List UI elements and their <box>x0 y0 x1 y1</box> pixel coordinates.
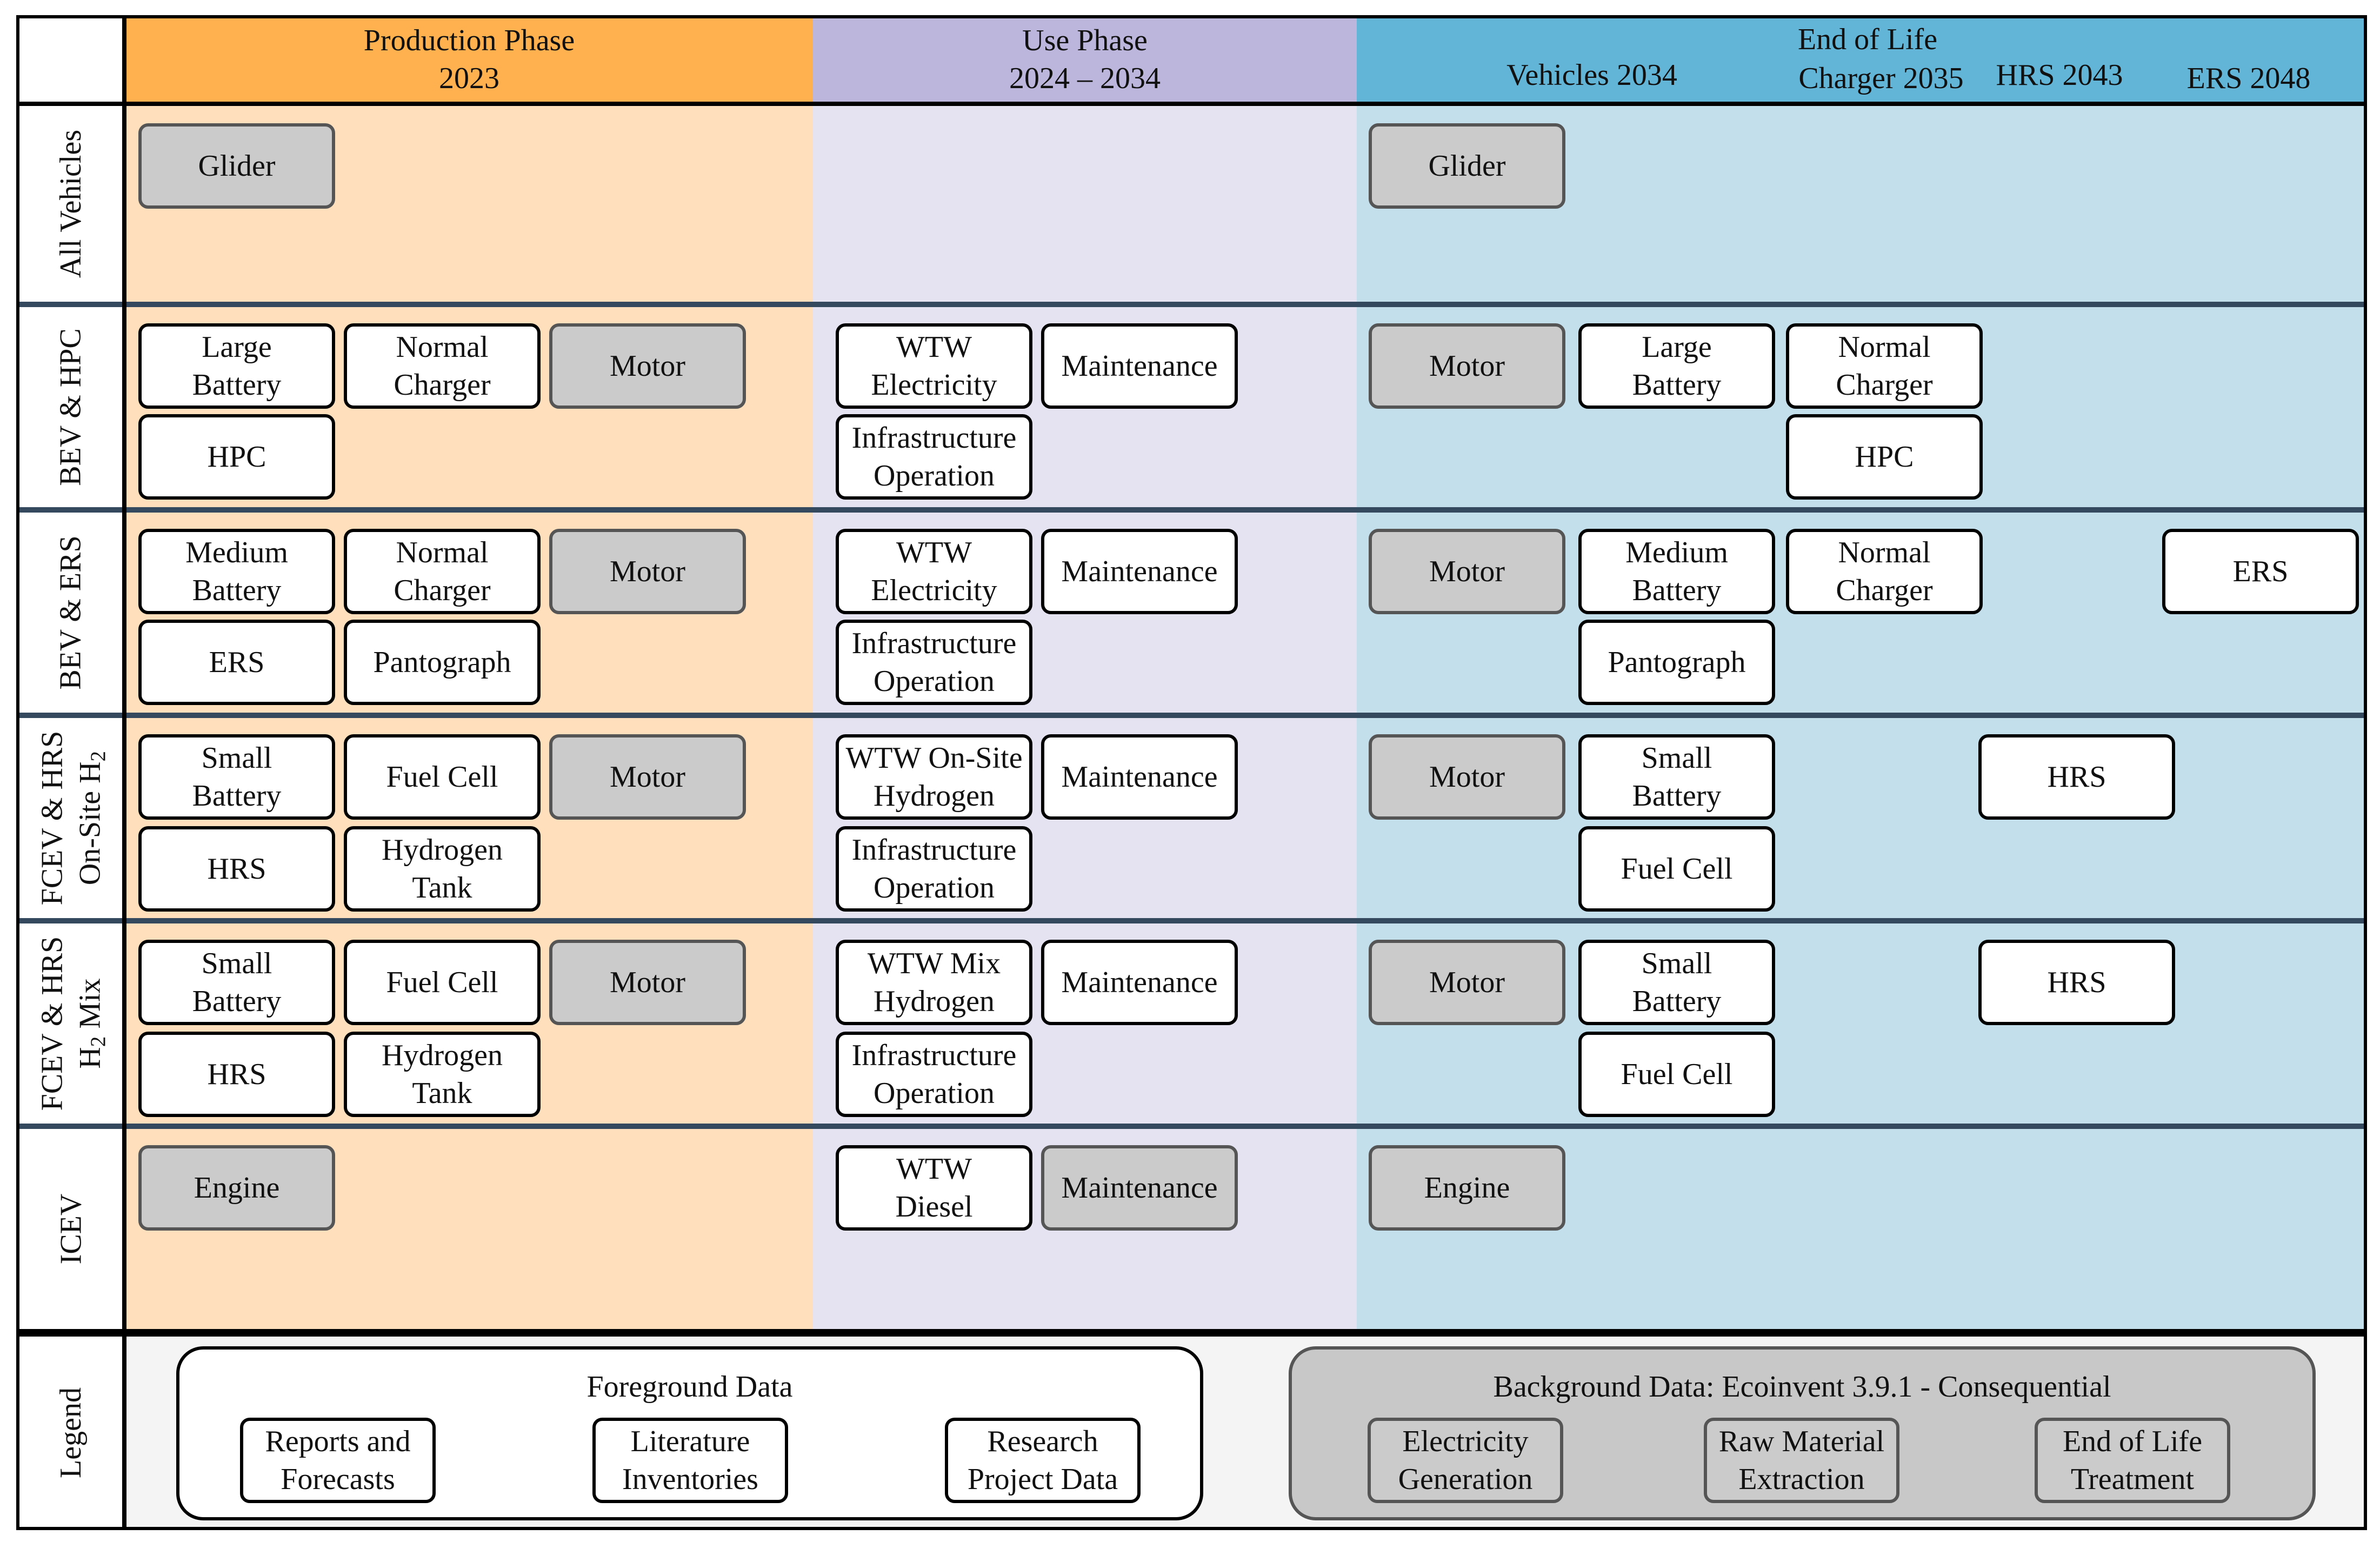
use-wtw-electricity-box: WTW Electricity <box>836 323 1032 409</box>
use-wtw-onsite-hydrogen-box: WTW On-Site Hydrogen <box>836 734 1032 820</box>
eol-normal-charger-box: Normal Charger <box>1786 529 1983 614</box>
legend-background-title: Background Data: Ecoinvent 3.9.1 - Conse… <box>1493 1370 2111 1404</box>
eol-motor-box: Motor <box>1369 734 1565 820</box>
eol-engine-box: Engine <box>1369 1145 1565 1231</box>
use-infrastructure-operation-box: Infrastructure Operation <box>836 414 1032 500</box>
eol-pantograph-box: Pantograph <box>1578 620 1775 705</box>
legend-raw-material-extraction-box: Raw Material Extraction <box>1704 1418 1899 1503</box>
legend-end-of-life-treatment-box: End of Life Treatment <box>2035 1418 2230 1503</box>
prod-pantograph-box: Pantograph <box>344 620 541 705</box>
row-separator <box>16 918 2367 923</box>
eol-small-battery-box: Small Battery <box>1578 940 1775 1025</box>
legend-electricity-generation-box: Electricity Generation <box>1368 1418 1563 1503</box>
end-of-life-title: End of Life <box>1797 23 1938 56</box>
production-phase-year: 2023 <box>439 62 499 95</box>
prod-hrs-box: HRS <box>138 826 335 912</box>
eol-hrs-year: HRS 2043 <box>1996 58 2123 92</box>
eol-large-battery-box: Large Battery <box>1578 323 1775 409</box>
row-separator <box>16 1329 2367 1337</box>
legend-reports-forecasts-box: Reports and Forecasts <box>240 1418 436 1503</box>
prod-hpc-box: HPC <box>138 414 335 500</box>
outer-frame <box>16 15 2367 1530</box>
use-infrastructure-operation-box: Infrastructure Operation <box>836 1032 1032 1117</box>
prod-small-battery-box: Small Battery <box>138 734 335 820</box>
use-wtw-electricity-box: WTW Electricity <box>836 529 1032 614</box>
legend-literature-inventories-box: Literature Inventories <box>592 1418 788 1503</box>
use-maintenance-box: Maintenance <box>1041 323 1238 409</box>
eol-hpc-box: HPC <box>1786 414 1983 500</box>
use-wtw-mix-hydrogen-box: WTW Mix Hydrogen <box>836 940 1032 1025</box>
prod-fuel-cell-box: Fuel Cell <box>344 734 541 820</box>
prod-glider-box: Glider <box>138 123 335 209</box>
eol-ers-box: ERS <box>2162 529 2359 614</box>
prod-motor-box: Motor <box>549 529 746 614</box>
row-separator <box>16 507 2367 513</box>
prod-ers-box: ERS <box>138 620 335 705</box>
use-maintenance-box: Maintenance <box>1041 940 1238 1025</box>
prod-small-battery-box: Small Battery <box>138 940 335 1025</box>
production-phase-title: Production Phase <box>363 24 575 57</box>
prod-fuel-cell-box: Fuel Cell <box>344 940 541 1025</box>
prod-engine-box: Engine <box>138 1145 335 1231</box>
prod-motor-box: Motor <box>549 734 746 820</box>
prod-large-battery-box: Large Battery <box>138 323 335 409</box>
eol-hrs-box: HRS <box>1978 734 2175 820</box>
use-infrastructure-operation-box: Infrastructure Operation <box>836 826 1032 912</box>
use-maintenance-box: Maintenance <box>1041 734 1238 820</box>
eol-ers-year: ERS 2048 <box>2186 62 2311 95</box>
eol-motor-box: Motor <box>1369 940 1565 1025</box>
production-phase-header: Production Phase 2023 <box>125 15 813 104</box>
eol-small-battery-box: Small Battery <box>1578 734 1775 820</box>
prod-hrs-box: HRS <box>138 1032 335 1117</box>
prod-motor-box: Motor <box>549 323 746 409</box>
prod-hydrogen-tank-box: Hydrogen Tank <box>344 826 541 912</box>
use-maintenance-box: Maintenance <box>1041 1145 1238 1231</box>
eol-charger-year: Charger 2035 <box>1798 62 1964 95</box>
eol-fuel-cell-box: Fuel Cell <box>1578 826 1775 912</box>
row-separator <box>16 302 2367 307</box>
eol-vehicles-year: Vehicles 2034 <box>1506 58 1677 92</box>
eol-motor-box: Motor <box>1369 529 1565 614</box>
eol-hrs-box: HRS <box>1978 940 2175 1025</box>
prod-normal-charger-box: Normal Charger <box>344 323 541 409</box>
use-phase-years: 2024 – 2034 <box>1009 62 1161 95</box>
eol-motor-box: Motor <box>1369 323 1565 409</box>
use-infrastructure-operation-box: Infrastructure Operation <box>836 620 1032 705</box>
eol-normal-charger-box: Normal Charger <box>1786 323 1983 409</box>
prod-hydrogen-tank-box: Hydrogen Tank <box>344 1032 541 1117</box>
label-column-divider <box>122 15 126 1530</box>
eol-glider-box: Glider <box>1369 123 1565 209</box>
row-separator <box>16 102 2367 106</box>
eol-fuel-cell-box: Fuel Cell <box>1578 1032 1775 1117</box>
use-phase-title: Use Phase <box>1022 24 1148 57</box>
row-separator <box>16 1124 2367 1129</box>
prod-medium-battery-box: Medium Battery <box>138 529 335 614</box>
prod-motor-box: Motor <box>549 940 746 1025</box>
legend-foreground-title: Foreground Data <box>586 1370 793 1404</box>
legend-research-project-data-box: Research Project Data <box>945 1418 1141 1503</box>
eol-medium-battery-box: Medium Battery <box>1578 529 1775 614</box>
end-of-life-header: End of Life Vehicles 2034 Charger 2035 H… <box>1357 15 2367 104</box>
use-maintenance-box: Maintenance <box>1041 529 1238 614</box>
use-phase-header: Use Phase 2024 – 2034 <box>813 15 1357 104</box>
use-wtw-diesel-box: WTW Diesel <box>836 1145 1032 1231</box>
prod-normal-charger-box: Normal Charger <box>344 529 541 614</box>
row-separator <box>16 713 2367 718</box>
